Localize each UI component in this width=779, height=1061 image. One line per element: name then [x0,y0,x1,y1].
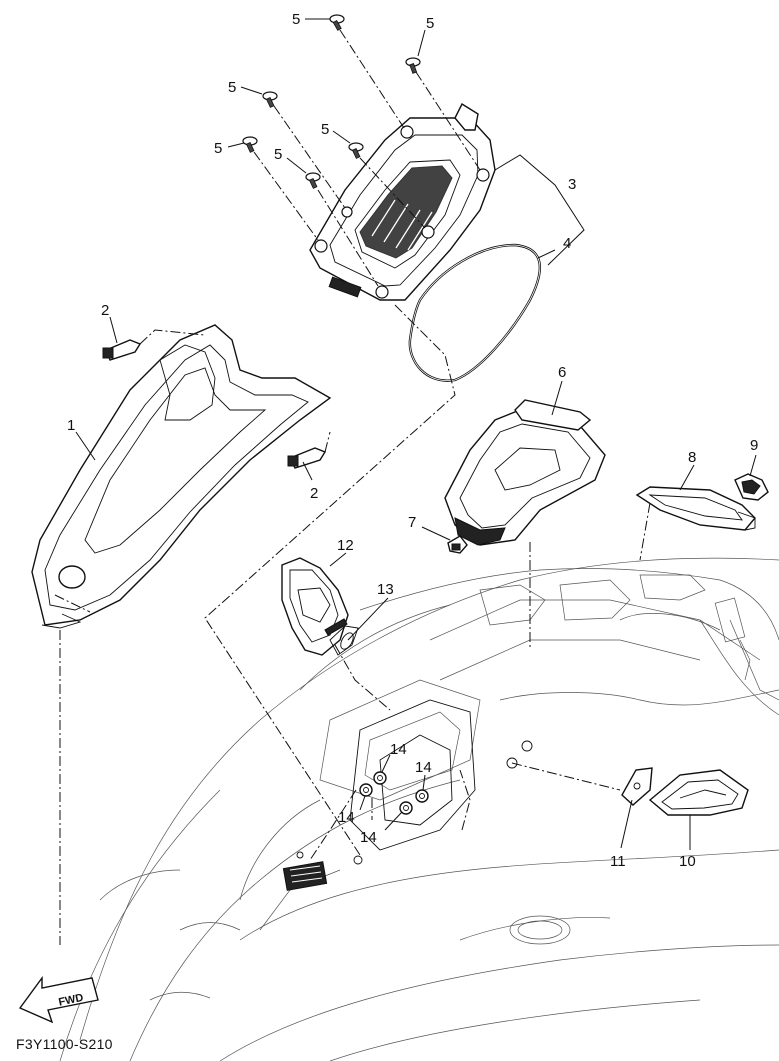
nut-14c [359,783,373,797]
hatch-frame-part-3 [309,102,496,301]
leader-lines [75,18,757,850]
bolt-5c [262,91,278,108]
callout-6: 6 [558,364,566,381]
bolts-part-5 [242,14,421,189]
fwd-arrow-icon: FWD [18,975,99,1024]
lens-part-12 [281,557,349,656]
plate-part-11 [621,767,653,806]
bolt-5a [329,14,345,31]
callouts: 5 5 5 5 5 5 3 4 2 2 1 6 7 8 9 12 13 14 1… [67,11,758,870]
nut-14d [399,801,413,815]
callout-11: 11 [610,853,626,870]
nuts-part-14 [359,771,429,815]
callout-14b: 14 [415,759,432,776]
front-cover-part-1 [31,324,332,629]
callout-7: 7 [408,514,416,531]
bolt-5d [348,142,364,159]
front-grille [282,861,328,891]
clips-part-2 [102,329,331,469]
callout-5d: 5 [321,121,329,138]
deck-mount-area [296,699,533,865]
callout-3: 3 [568,176,576,193]
callout-9: 9 [750,437,758,454]
bolt-5e [242,136,258,153]
callout-5c: 5 [228,79,236,96]
nut-14a [373,771,387,785]
callout-5b: 5 [426,15,434,32]
bolt-5b [405,57,421,74]
gasket-part-4 [408,243,542,382]
callout-8: 8 [688,449,696,466]
clip-2a [102,339,142,361]
assembly-lines [59,502,651,945]
callout-12: 12 [337,537,354,554]
callout-14a: 14 [390,741,407,758]
diagram-code: F3Y1100-S210 [16,1036,113,1052]
clip-2b [287,447,327,469]
callout-4: 4 [563,235,571,252]
fwd-label: FWD [57,992,84,1009]
callout-5f: 5 [274,146,282,163]
bolt-install-lines [204,29,481,856]
panel-part-8 [635,486,756,531]
gasket-part-13 [329,625,359,656]
callout-13: 13 [377,581,394,598]
bracket-part-9 [734,473,769,501]
callout-14d: 14 [360,829,377,846]
callout-1: 1 [67,417,75,434]
callout-5e: 5 [214,140,222,157]
callout-5a: 5 [292,11,300,28]
rear-cover-part-6 [444,399,606,546]
nut-14b [415,789,429,803]
lens-part-10 [648,769,749,816]
fastener-part-7 [447,535,468,554]
callout-10: 10 [679,853,696,870]
bolt-5f [305,172,321,189]
callout-2a: 2 [101,302,109,319]
callout-2b: 2 [310,485,318,502]
callout-14c: 14 [338,809,355,826]
